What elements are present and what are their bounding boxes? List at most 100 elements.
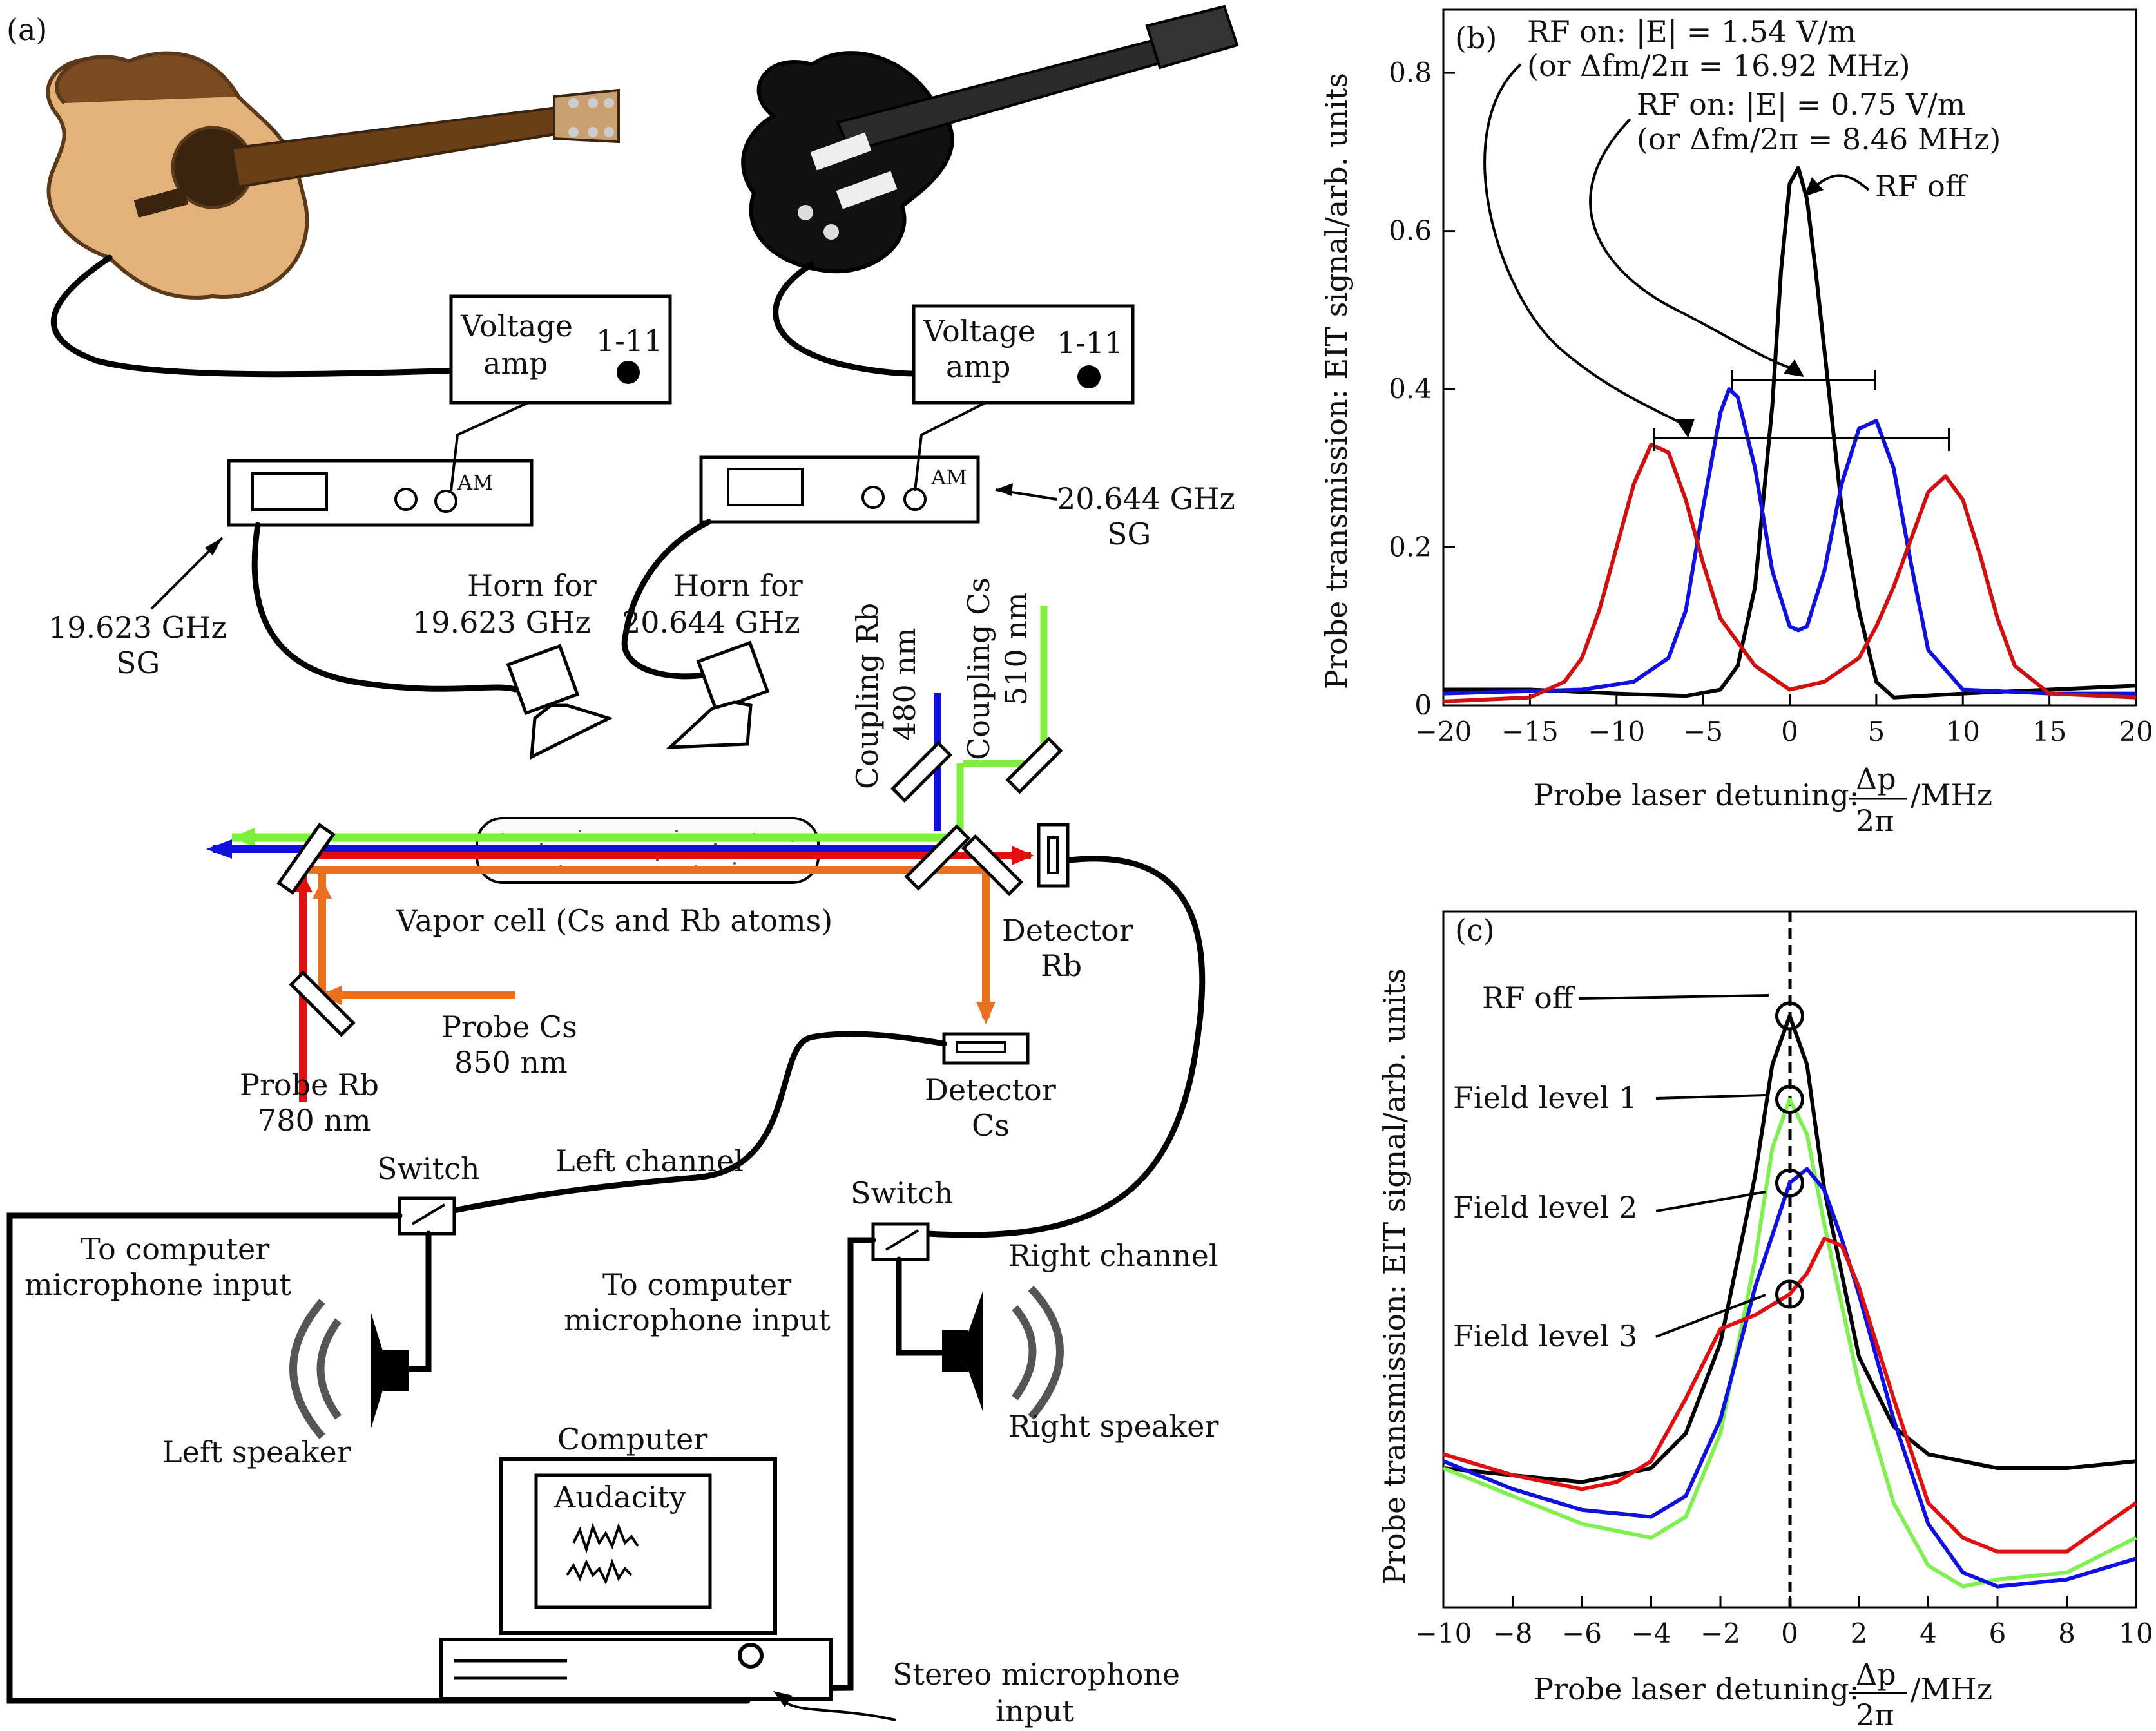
chart-c-peak-marker xyxy=(1775,1085,1804,1114)
chart-c-peak-marker xyxy=(1775,1279,1804,1309)
chart-c-label-field-2: Field level 2 xyxy=(1453,1190,1637,1225)
left-guitar-cable xyxy=(50,254,467,378)
chart-b-xlabel-num: Δp xyxy=(1856,761,1896,796)
chart-b-annotation-1-line2: (or Δfm/2π = 16.92 MHz) xyxy=(1527,48,1911,83)
chart-c-xlabel-den: 2π xyxy=(1856,1698,1894,1731)
knob-icon-right xyxy=(1077,365,1101,388)
to-computer-left-label-2: microphone input xyxy=(24,1267,291,1302)
left-channel-label: Left channel xyxy=(555,1143,744,1178)
horn-left-frequency: 19.623 GHz xyxy=(412,605,591,640)
switch-right-label: Switch xyxy=(851,1176,953,1210)
voltage-amp-right: Voltage amp 1-11 xyxy=(912,304,1135,405)
sg-left-cable xyxy=(251,522,519,693)
right-speaker-label: Right speaker xyxy=(1008,1409,1218,1444)
horn-right-label: Horn for xyxy=(673,568,803,603)
chart-b-annotation-2-line2: (or Δfm/2π = 8.46 MHz) xyxy=(1637,122,2001,157)
chart-c-xtick-label: −4 xyxy=(1631,1618,1671,1649)
mirrors xyxy=(276,736,1063,1037)
chart-b-xtick-label: −15 xyxy=(1501,716,1559,747)
amp-to-sg-left-wire xyxy=(450,401,529,492)
voltage-amp-left-label-2: amp xyxy=(483,346,548,381)
coupling-cs-wavelength: 510 nm xyxy=(999,592,1034,705)
sg-left-label: SG xyxy=(116,646,160,680)
am-label-right: AM xyxy=(930,465,967,490)
panel-a-label: (a) xyxy=(6,12,47,47)
chart-b-ytick-label: 0.6 xyxy=(1389,215,1432,247)
chart-b-ytick-label: 0 xyxy=(1414,689,1432,721)
chart-b-xlabel-den: 2π xyxy=(1856,803,1894,838)
chart-c-pointer-field-1 xyxy=(1655,1094,1766,1100)
sg-right-label: SG xyxy=(1107,517,1151,551)
audacity-label: Audacity xyxy=(553,1480,686,1515)
chart-b-ytick-label: 0.8 xyxy=(1389,57,1432,88)
chart-b-series-1 xyxy=(1443,387,2136,696)
signal-generator-right: AM xyxy=(699,455,980,524)
voltage-amp-left-label: Voltage xyxy=(460,309,573,343)
chart-c-series-0 xyxy=(1443,1014,2137,1484)
chart-b-xtick-label: 20 xyxy=(2119,716,2153,747)
chart-c-xtick-label: 6 xyxy=(1989,1618,2007,1649)
horn-left-label: Horn for xyxy=(467,568,597,603)
to-computer-right-label: To computer xyxy=(602,1267,791,1302)
chart-c-label-field-1: Field level 1 xyxy=(1453,1080,1637,1115)
coupling-rb-wavelength: 480 nm xyxy=(887,627,922,741)
coupling-cs-label: Coupling Cs xyxy=(961,577,996,760)
stereo-pointer xyxy=(782,1699,896,1721)
laser-beams xyxy=(206,606,1054,1102)
voltage-amp-left: Voltage amp 1-11 xyxy=(449,294,672,405)
chart-c-panel-label: (c) xyxy=(1455,913,1495,948)
left-speaker-wire xyxy=(396,1230,432,1372)
chart-b-splitting-red xyxy=(1653,428,1950,451)
detector-rb-element: Rb xyxy=(1041,948,1082,983)
detector-rb xyxy=(1037,823,1070,888)
computer-icon xyxy=(439,1457,833,1701)
chart-c-xtick-label: 4 xyxy=(1920,1618,1937,1649)
signal-generator-left: AM xyxy=(227,459,534,527)
chart-b-arrow-2 xyxy=(1589,118,1798,372)
voltage-amp-left-range: 1-11 xyxy=(596,323,662,358)
probe-rb-label: Probe Rb xyxy=(240,1067,379,1102)
right-speaker-icon xyxy=(942,1285,1064,1420)
stereo-input-label: Stereo microphone xyxy=(892,1657,1180,1692)
chart-c-peak-marker xyxy=(1775,1168,1804,1198)
left-speaker-label: Left speaker xyxy=(162,1435,351,1469)
probe-cs-label: Probe Cs xyxy=(441,1009,577,1044)
chart-b-xtick-label: 5 xyxy=(1868,716,1885,747)
stereo-input-label-2: input xyxy=(996,1694,1074,1728)
chart-b-splitting-blue xyxy=(1731,370,1876,390)
right-channel-label: Right channel xyxy=(1008,1238,1218,1273)
sg-left-frequency: 19.623 GHz xyxy=(48,610,227,645)
chart-c-xtick-label: 2 xyxy=(1851,1618,1868,1649)
acoustic-guitar-icon xyxy=(46,51,620,300)
vapor-cell-label: Vapor cell (Cs and Rb atoms) xyxy=(396,903,833,938)
chart-c-xlabel: Probe laser detuning: xyxy=(1534,1672,1859,1707)
chart-c-xtick-label: 0 xyxy=(1781,1618,1798,1649)
chart-c-xtick-label: 8 xyxy=(2058,1618,2075,1649)
chart-c-peak-marker xyxy=(1775,1001,1804,1031)
chart-b-series-0 xyxy=(1443,166,2137,700)
chart-b-ylabel: Probe transmission: EIT signal/arb. unit… xyxy=(1319,73,1354,689)
right-channel-cable xyxy=(925,856,1206,1238)
chart-c-xtick-label: 10 xyxy=(2119,1618,2153,1649)
chart-c-xtick-label: −6 xyxy=(1562,1618,1602,1649)
panel-a: (a) Voltage amp 1- xyxy=(6,5,1239,1728)
horn-right-frequency: 20.644 GHz xyxy=(622,605,800,640)
chart-c-series-1 xyxy=(1442,1097,2137,1589)
chart-c-label-rf-off: RF off xyxy=(1482,980,1575,1015)
chart-b-ytick-label: 0.4 xyxy=(1389,373,1432,405)
amp-to-sg-right-wire xyxy=(914,401,987,492)
chart-c-pointer-field-2 xyxy=(1655,1191,1766,1212)
chart-c-label-field-3: Field level 3 xyxy=(1453,1319,1637,1353)
right-speaker-wire xyxy=(896,1256,950,1356)
voltage-amp-right-label: Voltage xyxy=(923,314,1035,349)
chart-b-xtick-label: −10 xyxy=(1588,716,1645,747)
chart-c-xtick-label: −10 xyxy=(1415,1618,1472,1649)
detector-cs xyxy=(942,1032,1030,1065)
knob-icon xyxy=(617,361,640,384)
probe-cs-wavelength: 850 nm xyxy=(454,1045,568,1080)
chart-c-series-3 xyxy=(1443,1236,2137,1554)
chart-c-xlabel-num: Δp xyxy=(1856,1657,1896,1692)
probe-rb-wavelength: 780 nm xyxy=(258,1103,371,1138)
electric-guitar-icon xyxy=(741,5,1239,274)
